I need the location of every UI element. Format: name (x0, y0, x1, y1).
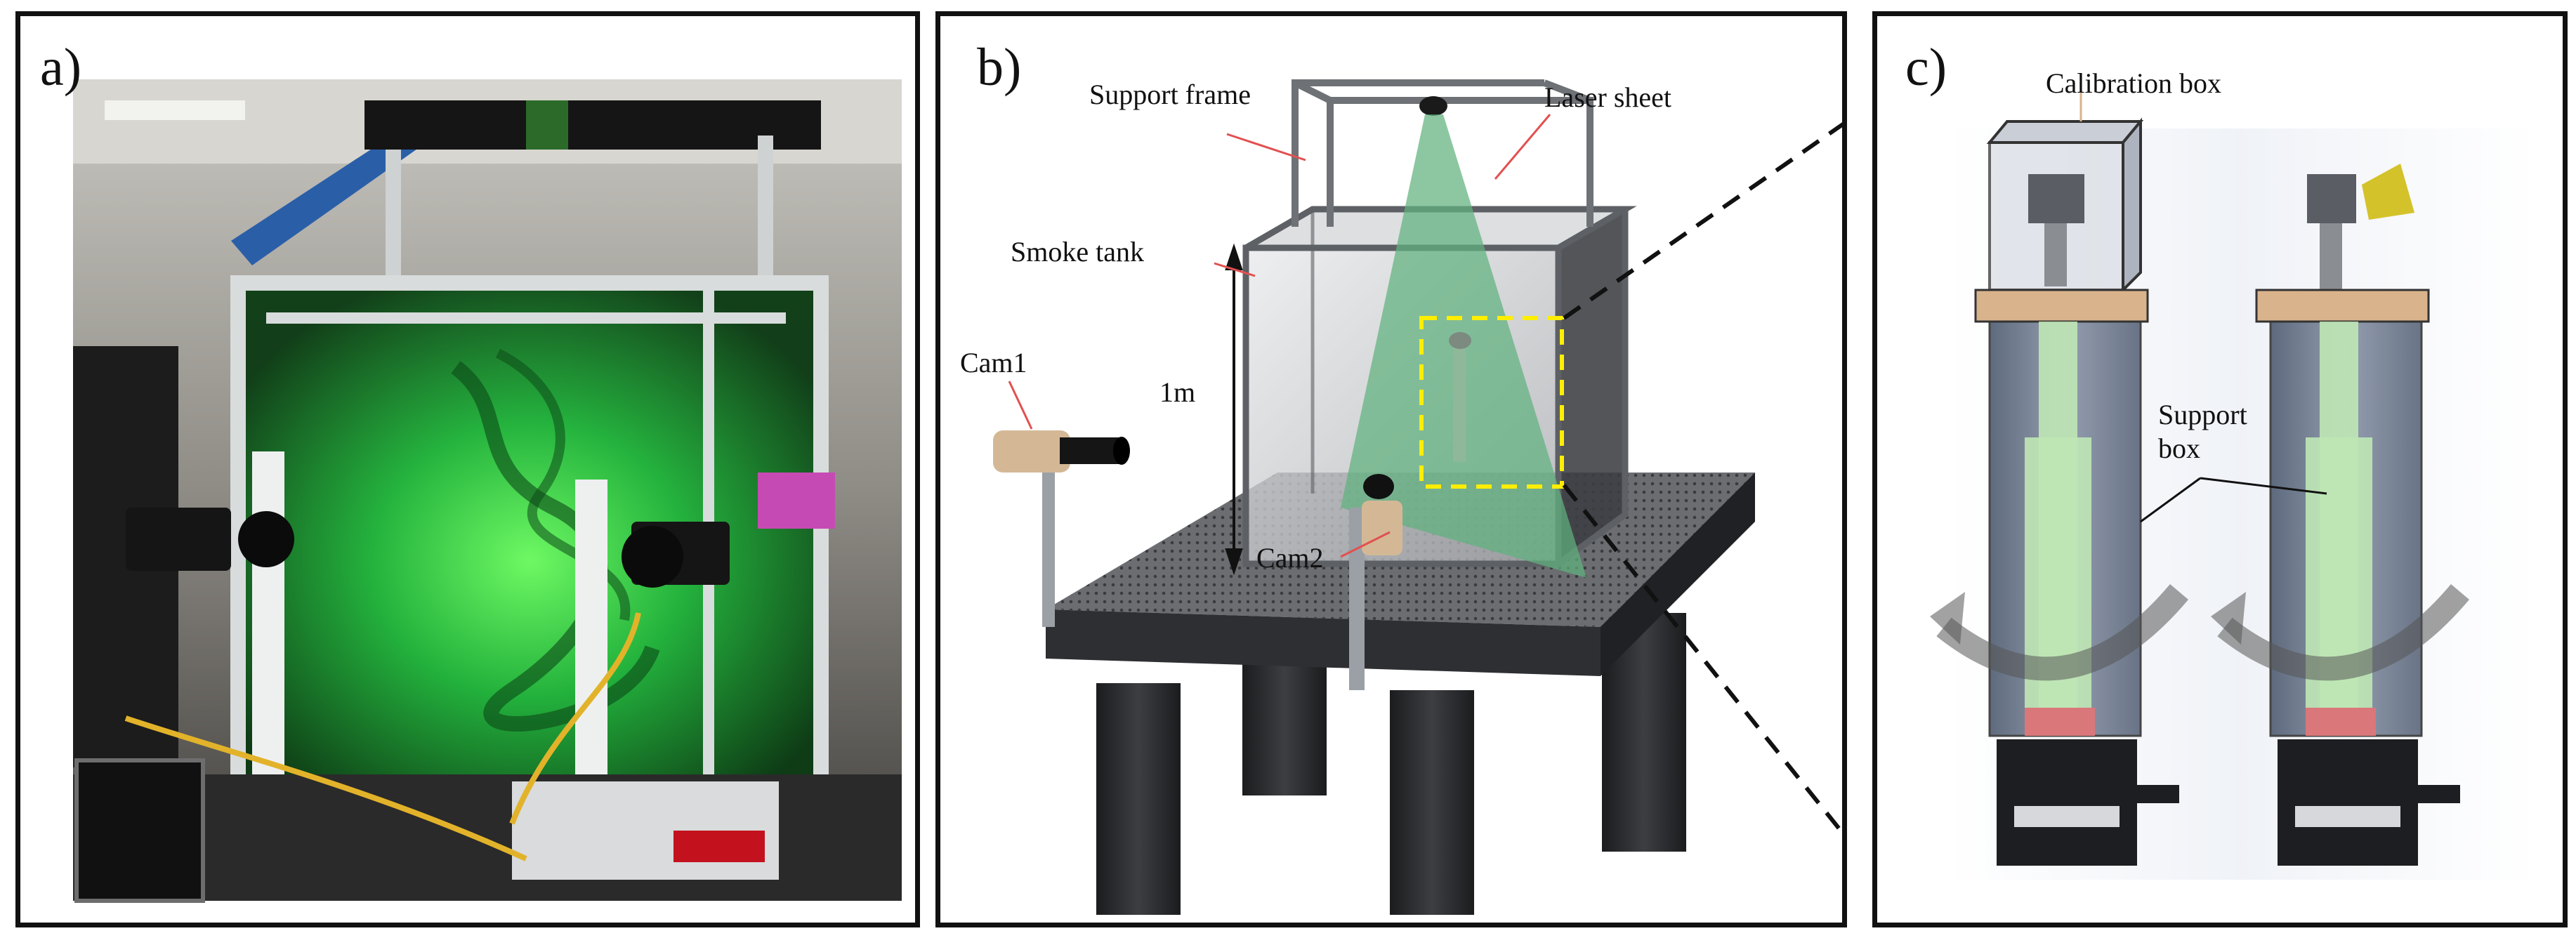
red-base-right (2306, 708, 2376, 736)
laser-arm (231, 121, 431, 265)
calibration-box-illustration (1930, 78, 2537, 880)
label-laser-sheet: Laser sheet (1544, 81, 1672, 113)
wood-ring-left (1974, 289, 2149, 323)
leader-lines (1008, 114, 1551, 558)
label-cam2: Cam2 (1256, 542, 1324, 574)
label-dimension: 1m (1159, 376, 1196, 408)
panel-a-letter: a) (40, 38, 82, 97)
rotation-stage-right (2278, 739, 2418, 866)
panel-c-letter: c) (1905, 38, 1947, 97)
rotation-stage-left (1997, 739, 2137, 866)
laser-nozzle (1419, 96, 1447, 116)
rotation-arrow-right (2217, 584, 2469, 681)
red-base-left (2025, 708, 2095, 736)
panel-c-diagram: c) Calibration box Support box (1872, 11, 2568, 927)
rotation-arrow-left (1936, 584, 2188, 681)
label-smoke-tank: Smoke tank (1011, 236, 1144, 267)
table-leg-front-right (1390, 690, 1474, 915)
cam2-body (1362, 501, 1402, 555)
smoke-tank-glowing (238, 283, 821, 788)
setup-cad-illustration (993, 79, 1842, 915)
camera-left (126, 508, 231, 571)
support-box-leaders (2140, 477, 2327, 523)
purple-device (758, 473, 835, 529)
panel-b-diagram: b) Support frame Laser sheet Smoke tank … (935, 11, 1847, 927)
label-support-box-line1: Support (2158, 399, 2247, 430)
airfoil-model (2362, 164, 2414, 220)
panel-b-letter: b) (977, 38, 1022, 97)
zoom-lines (1562, 122, 1842, 836)
cam1-post (1042, 437, 1055, 627)
support-frame (1292, 79, 1593, 227)
region-of-interest-box (1419, 316, 1564, 489)
laser-head-bar (364, 100, 821, 150)
table-leg-front-left (1096, 683, 1181, 915)
label-calibration-box: Calibration box (2046, 67, 2221, 99)
left-assembly (1930, 117, 2188, 866)
label-support-frame: Support frame (1089, 79, 1251, 110)
table-leg-back-left (1242, 648, 1327, 795)
wood-ring-right (2255, 289, 2430, 323)
smoke-tank-side-glass (1558, 209, 1625, 564)
panel-a-photo: a) (15, 11, 920, 927)
right-assembly (2211, 164, 2469, 866)
cam1-body (993, 430, 1070, 473)
optical-table-side (1601, 473, 1755, 676)
setup-photo-illustration (73, 79, 902, 903)
label-support-box-line2: box (2158, 432, 2200, 464)
label-cam1: Cam1 (960, 347, 1027, 378)
cam2-post (1349, 508, 1365, 690)
optical-table-front (1046, 609, 1601, 676)
dimension-arrow (1225, 243, 1243, 576)
